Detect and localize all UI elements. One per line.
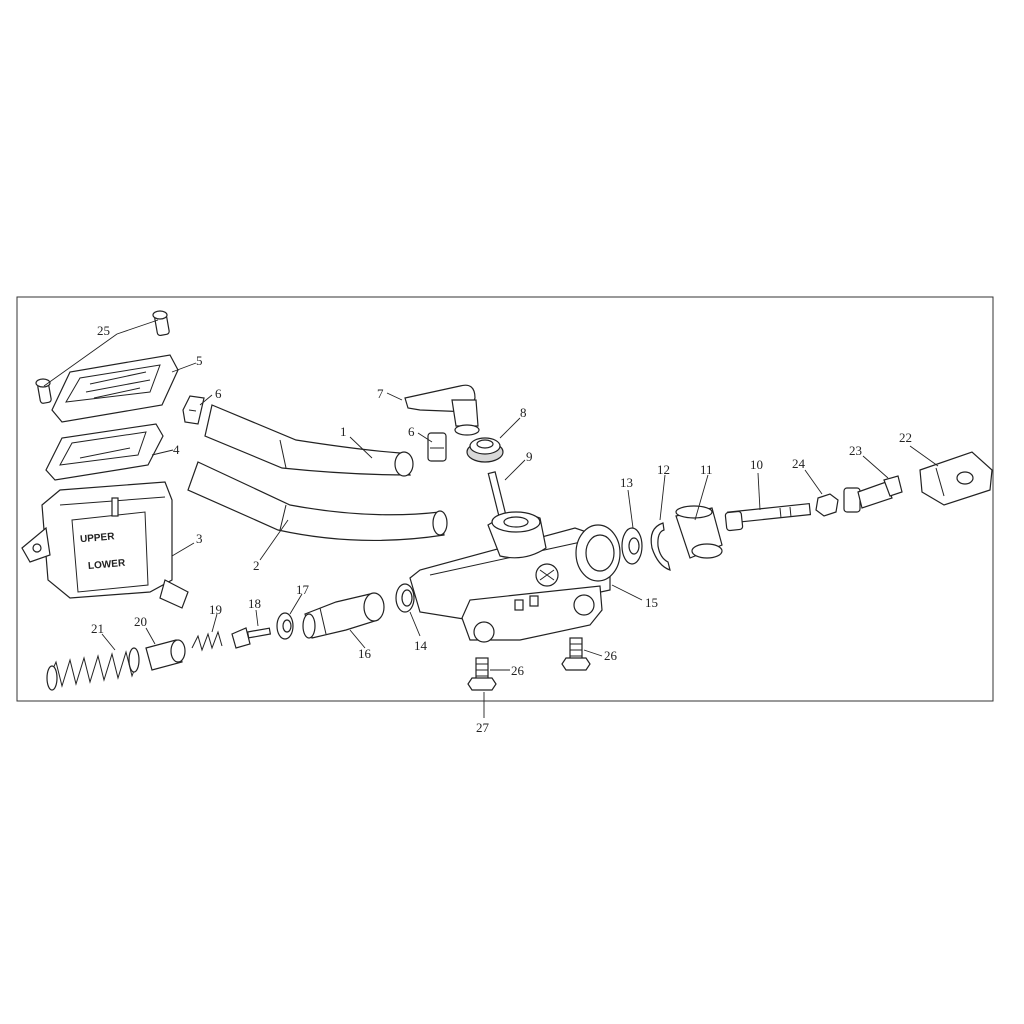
callout-2: 2 [253,558,260,573]
reservoir-upper-text: UPPER [80,531,116,545]
reservoir-lower-text: LOWER [88,558,127,572]
cup-seal-icon [276,612,294,640]
o-ring-icon [395,583,415,613]
reservoir-cap-icon [51,354,179,423]
pivot-pin-icon [843,475,903,513]
diaphragm-gasket-icon [45,423,164,481]
spring-icon [46,647,140,691]
callout-labels: 1 2 3 4 5 6 6 7 8 9 10 11 12 13 14 15 16… [91,323,912,735]
grommet-icon [466,437,504,463]
callout-10: 10 [750,457,763,472]
callout-5: 5 [196,353,203,368]
piston-icon [302,592,385,639]
callout-16: 16 [358,646,372,661]
callout-8: 8 [520,405,527,420]
callout-13: 13 [620,475,633,490]
clevis-icon [919,451,993,506]
callout-21: 21 [91,621,104,636]
callout-18: 18 [248,596,261,611]
callout-19: 19 [209,602,222,617]
callout-23: 23 [849,443,862,458]
washer-icon [621,527,643,565]
callout-22: 22 [899,430,912,445]
mounting-bolt-icon [467,657,497,691]
small-spring-icon [191,630,223,652]
callout-1: 1 [340,424,347,439]
reservoir-body-icon [21,481,189,609]
callout-14: 14 [414,638,428,653]
callout-15: 15 [645,595,658,610]
callout-24: 24 [792,456,806,471]
leader-lines [43,319,939,718]
fitting-clip-icon [427,432,447,462]
callout-7: 7 [377,386,384,401]
push-rod-icon [724,502,812,532]
callout-27: 27 [476,720,490,735]
snap-ring-icon [650,522,671,571]
callout-26-left: 26 [511,663,525,678]
hose-clip-icon [182,395,205,425]
callout-11: 11 [700,462,713,477]
upper-hose-icon [204,404,414,477]
callout-4: 4 [173,442,180,457]
check-valve-icon [231,627,272,649]
callout-20: 20 [134,614,147,629]
callout-3: 3 [196,531,203,546]
callout-9: 9 [526,449,533,464]
callout-26-right: 26 [604,648,618,663]
callout-17: 17 [296,582,310,597]
lower-hose-icon [187,461,448,542]
lock-nut-icon [815,493,839,517]
reservoir-screw-icon [35,310,170,404]
master-cylinder-body-icon [409,511,621,643]
diagram-frame [16,296,994,702]
callout-25: 25 [97,323,110,338]
elbow-fitting-icon [404,384,480,436]
dust-boot-icon [675,505,723,559]
mounting-bolt-icon [561,637,591,671]
callout-6-lower: 6 [408,424,415,439]
callout-6-upper: 6 [215,386,222,401]
spring-seat-icon [145,639,186,671]
callout-12: 12 [657,462,670,477]
